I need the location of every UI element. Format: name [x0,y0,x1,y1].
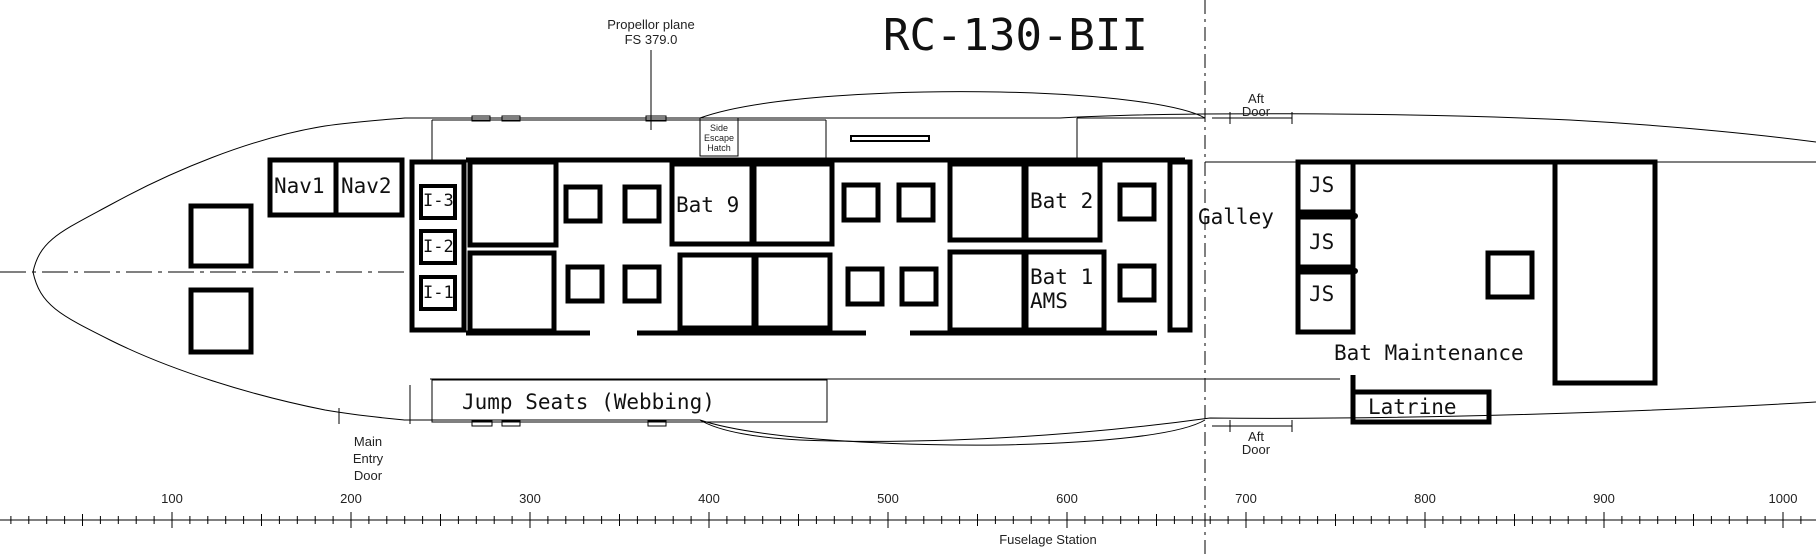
latrine [1350,389,1492,425]
scale-axis-label: Fuselage Station [999,532,1097,547]
aft-door-top-label-2: Door [1242,104,1271,119]
i2-label: I-2 [423,237,454,257]
operator-seat [896,182,936,223]
console-large [753,252,833,331]
scale-labels: 100 200 300 400 500 600 700 800 900 1000 [161,491,1797,506]
aft-door-bottom-label-2: Door [1242,442,1271,457]
nav2-label: Nav2 [341,174,392,198]
jump-seat [1295,214,1356,270]
forward-console-upper [188,203,254,269]
forward-console-lower [188,287,254,355]
wall-marker [501,115,521,122]
js2-label: JS [1309,230,1334,254]
bat9-label: Bat 9 [676,193,739,217]
lower-fairing [699,419,1206,446]
console-large [467,159,559,248]
bat-maintenance-label: Bat Maintenance [1334,341,1524,365]
upper-fairing [699,91,1206,119]
bat2-console [1023,161,1103,243]
fuselage-outline-top [32,113,1816,273]
i1-rack [419,275,457,311]
wall-marker [471,420,493,427]
main-entry-label-3: Door [354,468,383,483]
aircraft-title: RC-130-BII [883,10,1148,61]
i3-label: I-3 [423,191,454,211]
scale-tick-label: 300 [519,491,541,506]
galley-label: Galley [1198,205,1274,229]
antenna-bar [850,135,930,142]
propeller-plane-label: Propellor plane [607,17,694,32]
operator-seat [899,266,939,307]
aft-door-bottom-label-1: Aft [1248,429,1264,444]
propeller-fs-label: FS 379.0 [625,32,678,47]
operator-seat [622,184,662,224]
wall-marker [501,420,521,427]
operator-seat [845,266,885,307]
bat1-console [1023,249,1107,333]
operator-seat [1117,182,1157,222]
main-entry-label-2: Entry [353,451,384,466]
jump-seats-label: Jump Seats (Webbing) [462,390,715,414]
maintenance-bench [1552,159,1658,386]
scale-tick-label: 200 [340,491,362,506]
i2-rack [419,229,457,265]
side-escape-label-1: Side [710,123,728,133]
bat2-label: Bat 2 [1030,189,1093,213]
scale-tick-label: 100 [161,491,183,506]
operator-seat [563,184,603,224]
side-escape-label-3: Hatch [707,143,731,153]
ams-label: AMS [1030,289,1068,313]
scale-tick-label: 900 [1593,491,1615,506]
galley-partition [1167,159,1193,333]
scale-tick-label: 800 [1414,491,1436,506]
nav2-station [333,157,405,218]
js1-label: JS [1309,173,1334,197]
console-large [947,161,1027,243]
js3-label: JS [1309,282,1334,306]
wall-marker [471,115,491,122]
scale-ticks [10,512,1802,528]
wall-marker [647,420,667,427]
scale-tick-label: 600 [1056,491,1078,506]
aft-door-top-label-1: Aft [1248,91,1264,106]
operator-seat [565,264,605,304]
main-entry-label-1: Main [354,434,382,449]
scale-tick-label: 500 [877,491,899,506]
console-large [947,249,1027,333]
wall-marker [645,115,667,122]
operator-seat [1117,263,1157,303]
operator-seat [622,264,662,304]
side-escape-hatch [699,117,739,157]
i3-rack [419,184,457,220]
hinge-dot [1352,268,1358,274]
scale-tick-label: 700 [1235,491,1257,506]
i1-label: I-1 [423,283,454,303]
scale-tick-label: 1000 [1769,491,1798,506]
console-large [677,252,757,331]
latrine-label: Latrine [1368,395,1457,419]
operator-seat [841,182,881,223]
console-large [751,161,835,247]
hinge-dot [1352,213,1358,219]
maintenance-console [1485,250,1535,300]
fuselage-outline-bottom [32,271,1816,442]
scale-tick-label: 400 [698,491,720,506]
jump-seat [1295,269,1356,335]
nav1-label: Nav1 [274,174,325,198]
console-large [467,250,557,334]
jump-seats-webbing [431,379,828,423]
bat1-label: Bat 1 [1030,265,1093,289]
i-rack-frame [409,159,467,333]
side-escape-label-2: Escape [704,133,734,143]
